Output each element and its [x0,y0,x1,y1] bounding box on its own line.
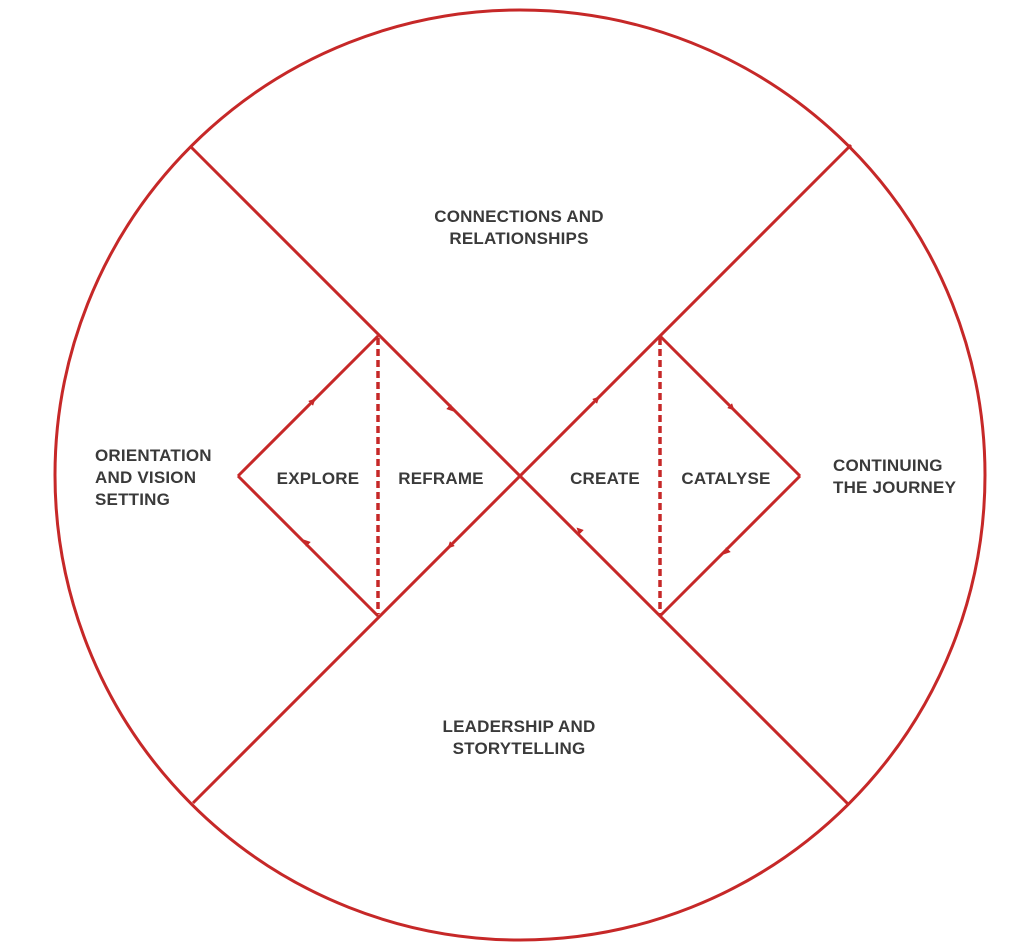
section-label-right: CONTINUING THE JOURNEY [833,456,957,497]
section-left-line-3: SETTING [95,490,170,509]
section-right-line-1: CONTINUING [833,456,943,475]
section-top-line-2: RELATIONSHIPS [449,229,588,248]
left-diamond-lower-edge [236,474,380,618]
section-label-left: ORIENTATION AND VISION SETTING [95,446,212,509]
section-left-line-2: AND VISION [95,468,196,487]
section-bottom-line-1: LEADERSHIP AND [443,717,596,736]
step-label-explore: EXPLORE [277,469,360,488]
section-left-line-1: ORIENTATION [95,446,212,465]
step-label-catalyse: CATALYSE [681,469,770,488]
diagonal-top-right-to-bottom-left [191,143,853,805]
step-label-reframe: REFRAME [398,469,483,488]
right-diamond-lower-edge [658,474,802,618]
section-label-bottom: LEADERSHIP AND STORYTELLING [443,717,596,758]
section-bottom-line-2: STORYTELLING [453,739,586,758]
section-label-top: CONNECTIONS AND RELATIONSHIPS [434,207,604,248]
right-diamond-upper-edge [658,334,802,478]
step-label-create: CREATE [570,469,640,488]
section-right-line-2: THE JOURNEY [833,478,957,497]
left-diamond-upper-edge [236,334,380,478]
section-top-line-1: CONNECTIONS AND [434,207,604,226]
outer-circle [53,8,987,942]
